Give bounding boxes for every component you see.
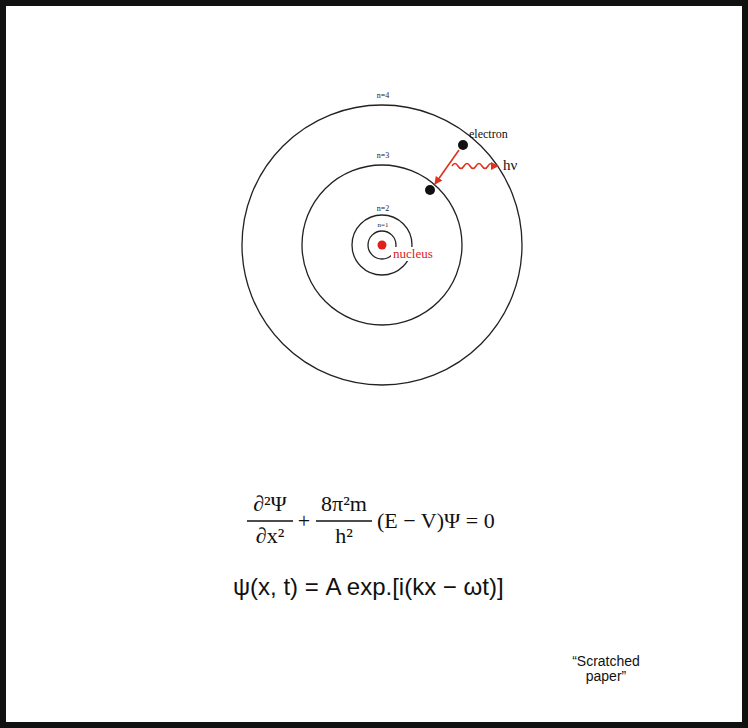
photon-wave [452,164,498,169]
equation-part: (E − V)Ψ = 0 [377,509,495,533]
nucleus-dot [378,241,387,250]
wave-equation: ψ(x, t) = A exp.[i(kx − ωt)] [233,574,504,600]
orbit-2 [352,215,412,275]
nucleus-label: nucleus [391,247,435,261]
fraction-bar [247,520,293,521]
equation-part: ∂x² [256,524,284,548]
fraction-bar [316,520,372,521]
photon-label: hν [503,157,517,174]
electron-dot [425,185,435,195]
orbit-4 [242,105,522,385]
equation-part: ∂²Ψ [253,492,287,516]
transition-arrow [435,150,459,184]
orbit-label: n=3 [377,152,390,161]
electron-dot [458,140,468,150]
equation-part: + [298,509,310,533]
electron-label: electron [469,128,508,141]
orbit-label: n=1 [378,222,389,230]
equation-part: 8π²m [321,492,367,516]
note-text: “Scratched paper” [566,654,646,685]
equation-part: h² [335,524,353,548]
orbit-label: n=4 [377,92,390,101]
orbit-3 [302,165,462,325]
orbit-label: n=2 [377,205,390,214]
